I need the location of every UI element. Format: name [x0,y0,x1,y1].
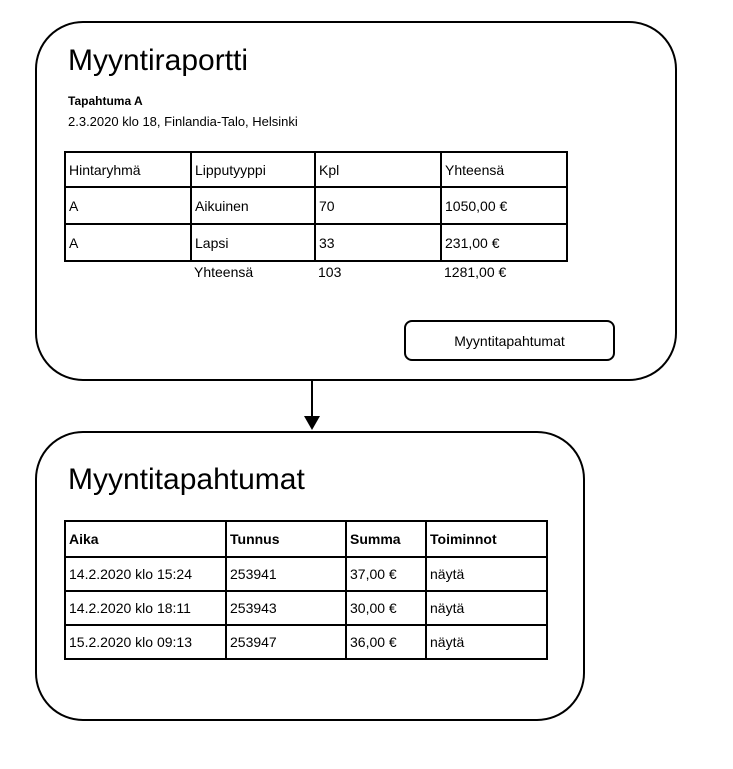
table-row: A Lapsi 33 231,00 € [64,223,568,262]
transactions-table-header: Aika Tunnus Summa Toiminnot [64,520,548,558]
id-cell: 253947 [225,624,347,660]
view-link[interactable]: näytä [425,556,548,592]
column-header: Summa [345,520,427,558]
summary-sum: 1281,00 € [444,264,507,280]
column-header: Tunnus [225,520,347,558]
amount-cell: 30,00 € [345,590,427,626]
view-link[interactable]: näytä [425,590,548,626]
arrow-head [304,416,320,430]
sales-table: Hintaryhmä Lipputyyppi Kpl Yhteensä A Ai… [64,151,568,288]
column-header: Hintaryhmä [64,151,192,188]
view-link[interactable]: näytä [425,624,548,660]
summary-row: Yhteensä 103 1281,00 € [65,261,567,288]
sales-table-header: Hintaryhmä Lipputyyppi Kpl Yhteensä [64,151,568,188]
total-cell: 231,00 € [440,223,568,262]
time-cell: 14.2.2020 klo 18:11 [64,590,227,626]
table-row: A Aikuinen 70 1050,00 € [64,186,568,225]
empty-cell [65,261,191,288]
price-group-cell: A [64,223,192,262]
column-header: Aika [64,520,227,558]
time-cell: 14.2.2020 klo 15:24 [64,556,227,592]
transactions-title: Myyntitapahtumat [68,463,305,496]
event-details: 2.3.2020 klo 18, Finlandia-Talo, Helsink… [68,114,298,129]
amount-cell: 37,00 € [345,556,427,592]
column-header: Yhteensä [440,151,568,188]
transactions-table: Aika Tunnus Summa Toiminnot 14.2.2020 kl… [64,520,548,660]
id-cell: 253941 [225,556,347,592]
summary-count: 103 [318,264,342,280]
flow-arrow [304,380,320,430]
quantity-cell: 33 [314,223,442,262]
price-group-cell: A [64,186,192,225]
table-row: 14.2.2020 klo 15:24 253941 37,00 € näytä [64,556,548,592]
ticket-type-cell: Aikuinen [190,186,316,225]
total-cell: 1050,00 € [440,186,568,225]
report-title: Myyntiraportti [68,44,249,77]
column-header: Lipputyyppi [190,151,316,188]
event-name: Tapahtuma A [68,94,143,108]
table-row: 14.2.2020 klo 18:11 253943 30,00 € näytä [64,590,548,626]
amount-cell: 36,00 € [345,624,427,660]
column-header: Toiminnot [425,520,548,558]
sales-transactions-button[interactable]: Myyntitapahtumat [404,320,615,361]
column-header: Kpl [314,151,442,188]
quantity-cell: 70 [314,186,442,225]
summary-label: Yhteensä [194,264,254,280]
ticket-type-cell: Lapsi [190,223,316,262]
time-cell: 15.2.2020 klo 09:13 [64,624,227,660]
table-row: 15.2.2020 klo 09:13 253947 36,00 € näytä [64,624,548,660]
id-cell: 253943 [225,590,347,626]
